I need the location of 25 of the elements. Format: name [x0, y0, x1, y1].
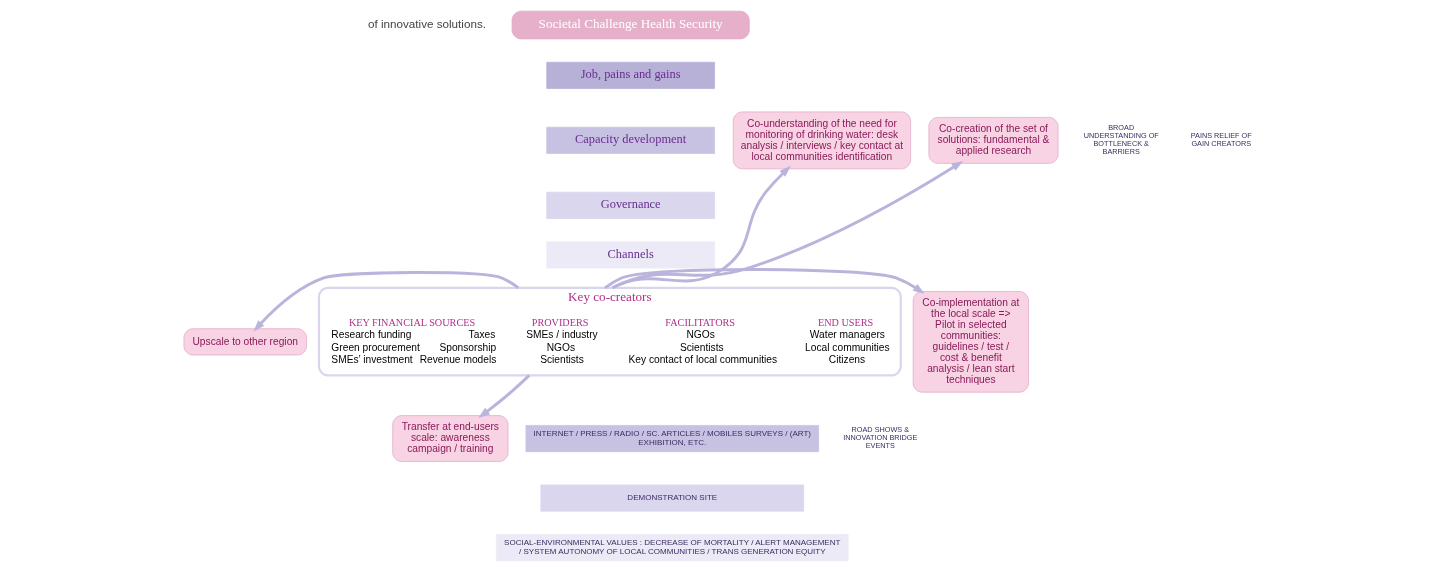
label: DEMONSTRATION SITE: [627, 493, 718, 503]
node-box: Co-creation of the set of solutions: fundamental & applied research: [928, 117, 1059, 164]
node-text: END USERS Water managers Local communities Citizens: [805, 316, 890, 366]
label: Channels: [607, 246, 654, 261]
label: Capacity development: [575, 132, 687, 147]
node-text: FACILITATORS NGOs Scientists Key contact of local communities: [628, 316, 778, 366]
label: Job, pains and gains: [580, 67, 681, 82]
label: Governance: [600, 197, 661, 212]
label: ROAD SHOWS & INNOVATION BRIDGE EVENTS: [843, 425, 918, 451]
node-box: Transfer at end-users scale: awareness campaign / training: [392, 415, 509, 462]
node-box: Societal Challenge Health Security: [511, 10, 750, 40]
label: PAINS RELIEF OF GAIN CREATORS: [1190, 131, 1252, 149]
arrow: [604, 268, 925, 294]
node-text: KEY FINANCIAL SOURCES Research funding Taxes Green procurement Sponsorship SMEs’ investment Revenue models: [331, 316, 497, 366]
label: SOCIAL-ENVIRONMENTAL VALUES : DECREASE OF MORTALITY / ALERT MANAGEMENT / SYSTEM AUTONOMY OF LOCAL COMMUNITIES / TRANS GENERATION EQUITY: [504, 538, 841, 557]
node-text: PROVIDERS SMEs / industry NGOs Scientists: [526, 316, 598, 366]
node-box: Upscale to other region: [183, 328, 307, 356]
arrow: [478, 374, 531, 419]
node-box: Co-understanding of the need for monitoring of drinking water: desk analysis / interviews / key contact at local communities identification: [732, 111, 911, 170]
arrow: [611, 161, 964, 290]
label: INTERNET / PRESS / RADIO / SC. ARTICLES / MOBILES SURVEYS / (ART) EXHIBITION, ETC.: [533, 429, 811, 447]
node-box: Co-implementation at the local scale => Pilot in selected communities: guidelines / test / cost & benefit analysis / lean start techniques: [912, 291, 1029, 393]
label: of innovative solutions.: [368, 16, 486, 30]
label: BROAD UNDERSTANDING OF BOTTLENECK & BARRIERS: [1083, 123, 1159, 157]
arrow: [253, 271, 520, 332]
